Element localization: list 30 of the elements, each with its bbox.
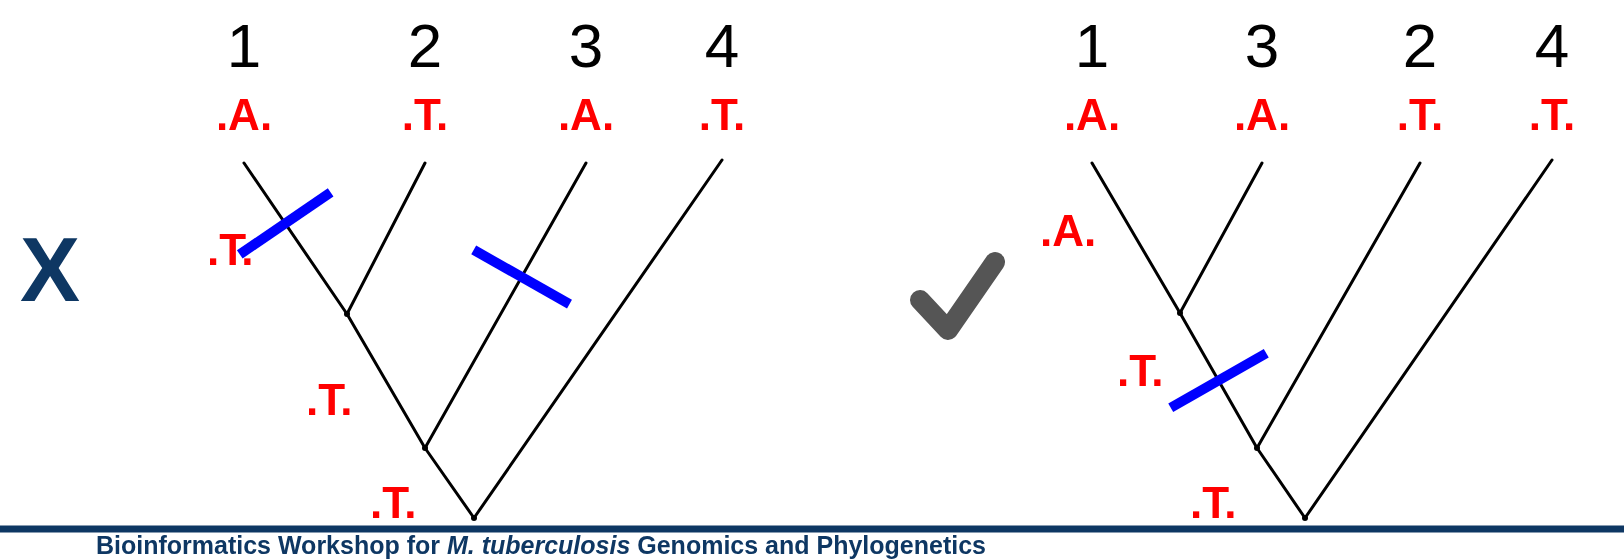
- taxon-number: 4: [704, 13, 740, 79]
- branch-node: [471, 515, 477, 521]
- character-state: .T.: [698, 91, 746, 139]
- branch-node: [1302, 515, 1308, 521]
- ancestral-state: .A.: [1040, 209, 1097, 253]
- ancestral-state: .T.: [1117, 349, 1164, 393]
- footer-text: Bioinformatics Workshop for M. tuberculosis Genomics and Phylogenetics: [96, 533, 986, 558]
- taxon-number: 2: [1402, 13, 1438, 79]
- branch-node: [1177, 310, 1183, 316]
- ancestral-state: .T.: [1190, 481, 1237, 525]
- taxon-number: 1: [1074, 13, 1110, 79]
- ancestral-state: .T.: [306, 378, 353, 422]
- taxon-number: 3: [1244, 13, 1280, 79]
- ancestral-state: .T.: [370, 481, 417, 525]
- branch-node: [422, 445, 428, 451]
- character-state: .T.: [1528, 91, 1576, 139]
- character-state: .T.: [401, 91, 449, 139]
- taxon-number: 3: [568, 13, 604, 79]
- character-state: .T.: [1396, 91, 1444, 139]
- character-state: .A.: [1063, 91, 1121, 139]
- character-state: .A.: [215, 91, 273, 139]
- branch-node: [344, 311, 350, 317]
- cross-mark: X: [20, 225, 81, 315]
- character-state: .A.: [1233, 91, 1291, 139]
- taxon-number: 2: [407, 13, 443, 79]
- ancestral-state: .T.: [207, 228, 254, 272]
- branch-node: [1254, 445, 1260, 451]
- character-state: .A.: [557, 91, 615, 139]
- taxon-number: 1: [226, 13, 262, 79]
- taxon-number: 4: [1534, 13, 1570, 79]
